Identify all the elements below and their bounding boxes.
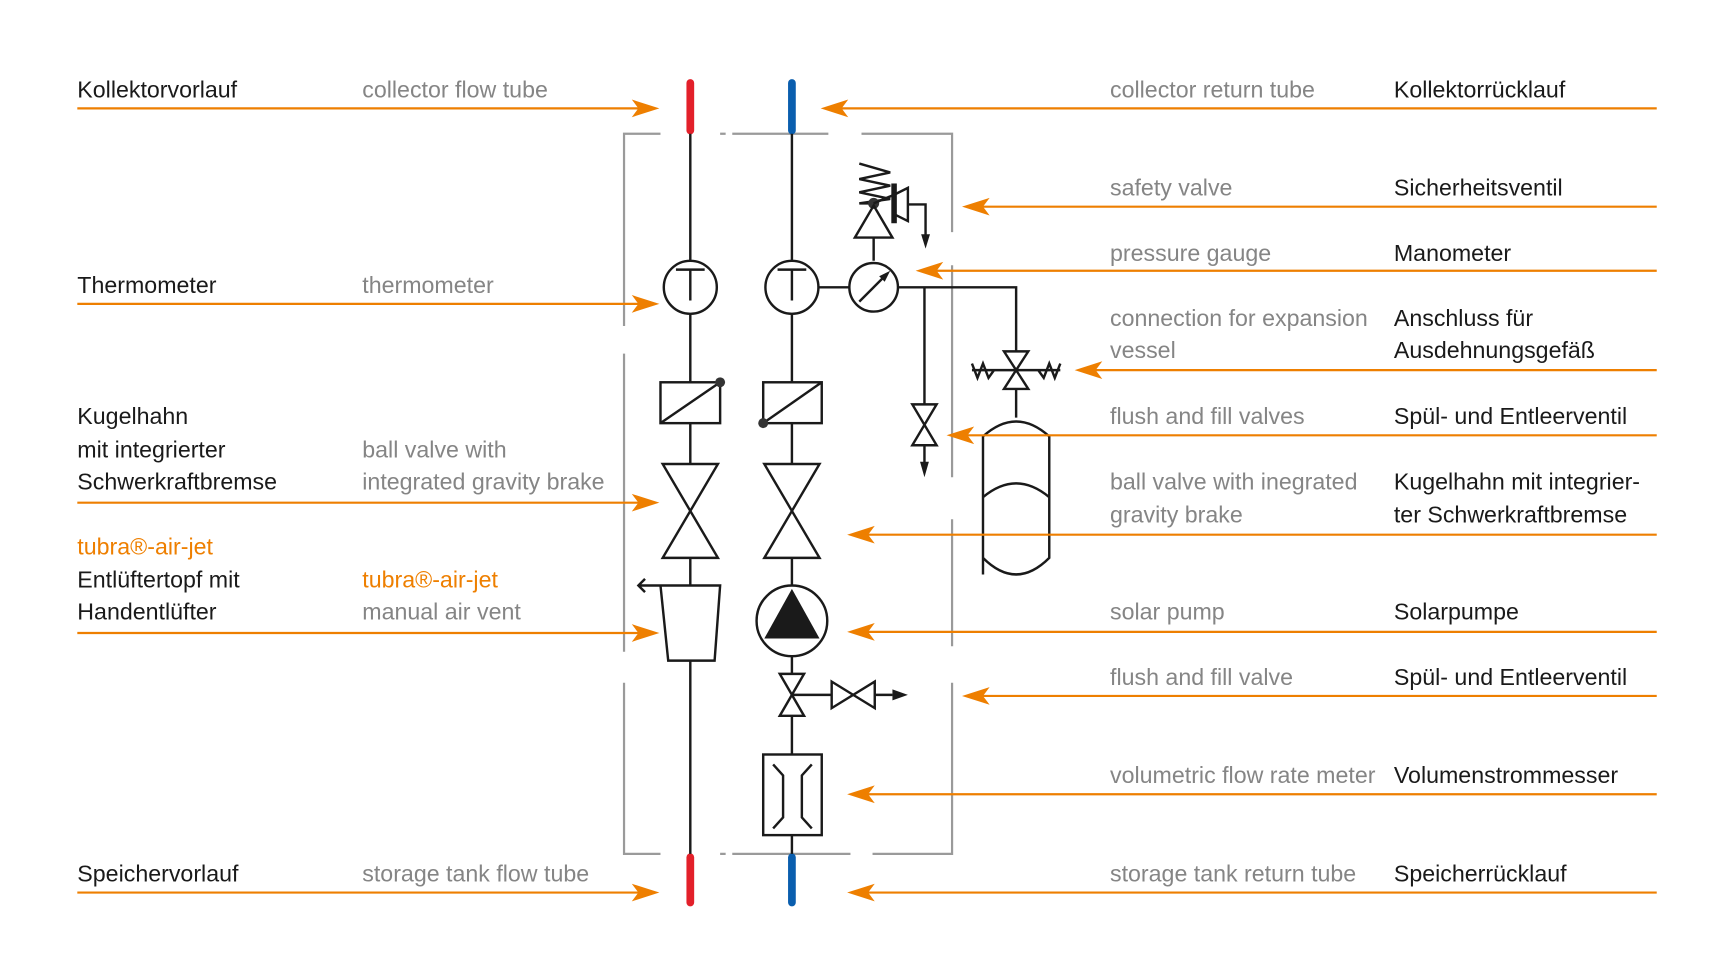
label-en: gravity brake [1110,502,1243,528]
label-de: mit integrierter [77,436,225,462]
label-de: Spül- und Entleerventil [1394,403,1627,429]
label-en: storage tank return tube [1110,861,1356,887]
safety-group [818,162,1062,576]
right-leaders [820,99,1657,902]
ball-valve-gravity-brake-icon [758,381,823,429]
label-en: integrated gravity brake [362,468,604,494]
safety-valve-spring-icon [858,162,891,205]
pressure-gauge-icon [848,261,900,313]
label-en: solar pump [1110,599,1225,625]
brand-label: tubra®-air-jet [362,567,498,593]
label-en: ball valve with [362,436,506,462]
label-en: pressure gauge [1110,240,1271,266]
label-en: safety valve [1110,175,1232,201]
solar-pump-icon [755,584,829,658]
expansion-connection-valve-icon [970,350,1062,391]
left-leaders [77,99,660,902]
label-de: Volumenstrommesser [1394,762,1618,788]
label-de: Kugelhahn mit integrier- [1394,468,1640,494]
expansion-vessel-icon [981,388,1051,576]
label-de: Thermometer [77,272,216,298]
label-de: Speicherrücklauf [1394,861,1567,887]
flow-line [636,133,726,854]
label-de: Kollektorrücklauf [1394,76,1566,102]
label-en: collector return tube [1110,76,1315,102]
safety-valve-icon [852,185,927,261]
return-line [755,133,908,854]
label-de: Sicherheitsventil [1394,175,1563,201]
ball-valve-gravity-brake-icon [659,377,726,425]
label-de: Entlüftertopf mit [77,567,240,593]
station-frame [622,132,954,856]
label-de: Kugelhahn [77,403,188,429]
label-de: Manometer [1394,240,1512,266]
label-de: Speichervorlauf [77,861,239,887]
label-de: Ausdehnungsgefäß [1394,337,1595,363]
label-de: Spül- und Entleerventil [1394,664,1627,690]
label-en: storage tank flow tube [362,861,589,887]
label-en: manual air vent [362,599,521,625]
label-de: Schwerkraftbremse [77,468,277,494]
left-labels: Kollektorvorlauf collector flow tube The… [77,76,604,886]
drain-valve-icon [910,403,939,478]
label-de: Kollektorvorlauf [77,76,237,102]
label-en: collector flow tube [362,76,548,102]
label-en: ball valve with inegrated [1110,468,1357,494]
label-en: thermometer [362,272,494,298]
label-de: ter Schwerkraftbremse [1394,502,1627,528]
label-de: Handentlüfter [77,599,216,625]
label-de: Anschluss für [1394,305,1533,331]
label-en: vessel [1110,337,1176,363]
brand-label: tubra®-air-jet [77,534,213,560]
label-en: connection for expansion [1110,305,1368,331]
thermometer-icon [662,259,719,316]
ball-valve-icon [762,462,822,560]
label-de: Solarpumpe [1394,599,1519,625]
air-vent-pot-icon [636,578,722,662]
thermometer-icon [764,259,820,316]
label-en: flush and fill valves [1110,403,1305,429]
label-en: volumetric flow rate meter [1110,762,1376,788]
right-labels: collector return tube Kollektorrücklauf … [1110,76,1640,886]
flow-meter-icon [761,753,823,837]
label-en: flush and fill valve [1110,664,1293,690]
ball-valve-icon [660,462,721,560]
flush-fill-valve-icon [777,672,908,718]
